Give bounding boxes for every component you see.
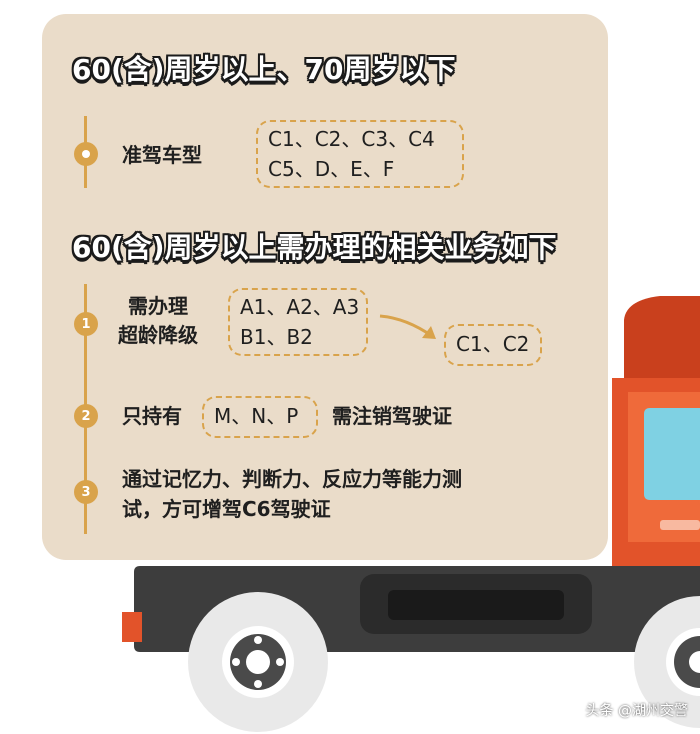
section1-label: 准驾车型 — [122, 143, 202, 167]
item1-label-line-1: 需办理 — [128, 294, 188, 318]
item1-label-line-2: 超龄降级 — [118, 323, 198, 347]
item1-number: 1 — [81, 316, 91, 332]
item2-prefix: 只持有 — [122, 404, 182, 428]
section1-types-line-2: C5、D、E、F — [268, 157, 395, 181]
section1-vehicle-types-box: C1、C2、C3、C4 C5、D、E、F — [256, 120, 464, 188]
item3-line-1: 通过记忆力、判断力、反应力等能力测 — [122, 467, 462, 491]
item3-text: 通过记忆力、判断力、反应力等能力测 试，方可增驾C6驾驶证 — [122, 464, 462, 524]
arrow-right-icon — [379, 314, 436, 339]
item2-bullet: 2 — [74, 404, 98, 428]
item1-from-line-1: A1、A2、A3 — [240, 295, 360, 319]
section1-title: 60(含)周岁以上、70周岁以下 — [72, 53, 456, 86]
info-card: 60(含)周岁以上、70周岁以下 准驾车型 C1、C2、C3、C4 C5、D、E… — [42, 14, 608, 560]
dot-icon — [82, 150, 90, 158]
item1-from-line-2: B1、B2 — [240, 325, 313, 349]
item1-to-box: C1、C2 — [444, 324, 542, 366]
item2-number: 2 — [81, 408, 91, 424]
section2-title: 60(含)周岁以上需办理的相关业务如下 — [72, 231, 557, 264]
watermark: 头条 @湖州交警 — [585, 703, 688, 719]
item1-label: 需办理 超龄降级 — [118, 292, 198, 350]
item3-line-2: 试，方可增驾C6驾驶证 — [122, 497, 331, 521]
item3-bullet: 3 — [74, 480, 98, 504]
item2-suffix: 需注销驾驶证 — [332, 404, 452, 428]
item2-box: M、N、P — [202, 396, 318, 438]
section1-bullet — [74, 142, 98, 166]
item1-bullet: 1 — [74, 312, 98, 336]
section1-types-line-1: C1、C2、C3、C4 — [268, 127, 435, 151]
item1-from-box: A1、A2、A3 B1、B2 — [228, 288, 368, 356]
item3-number: 3 — [81, 484, 91, 500]
